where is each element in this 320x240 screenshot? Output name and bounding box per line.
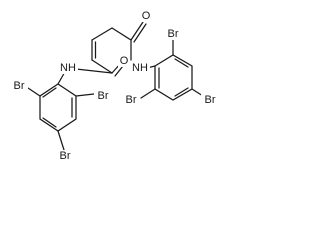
- bond-c2-c1: [91, 27, 113, 41]
- atom-br-right-left: Br: [126, 94, 137, 106]
- atom-labels: O O NH NH Br Br Br Br Br Br: [10, 10, 219, 162]
- atom-br-left-right: Br: [98, 90, 109, 102]
- bond-right-br-left: [140, 88, 156, 99]
- atom-br-left-bottom: Br: [60, 150, 71, 162]
- left-ring-double-3: [42, 87, 57, 98]
- right-aryl-ring: [140, 39, 204, 101]
- left-ring-outline: [39, 83, 77, 132]
- bond-amideC-right-o-double: [133, 23, 147, 43]
- atom-br-left-top: Br: [14, 80, 25, 92]
- atom-oxygen-right: O: [142, 10, 151, 22]
- bond-amideC-left-o-double: [114, 65, 124, 77]
- right-ring-outline: [154, 54, 193, 101]
- atom-br-right-far: Br: [205, 94, 216, 106]
- left-ring-double-2: [42, 117, 57, 128]
- right-ring-double-3: [174, 58, 189, 68]
- bond-amideC-left-n: [75, 68, 113, 74]
- molecule-structure: O O NH NH Br Br Br Br Br Br: [10, 10, 219, 162]
- atom-br-right-top: Br: [168, 28, 179, 40]
- bond-left-br-top: [27, 87, 41, 97]
- bond-left-br-right: [75, 93, 95, 97]
- bond-amideC-right-o: [130, 21, 144, 41]
- central-chain-bonds: [75, 21, 147, 77]
- atom-nh-left: NH: [60, 62, 76, 74]
- bond-left-br-bottom: [57, 130, 65, 151]
- bond-c2-amideC-right: [111, 27, 132, 41]
- right-ring-double-2: [174, 87, 189, 97]
- left-aryl-ring: [27, 69, 95, 151]
- atom-oxygen-left: O: [120, 55, 129, 67]
- bond-c1b-amideC-left: [91, 59, 113, 74]
- atom-nh-right: NH: [132, 62, 148, 74]
